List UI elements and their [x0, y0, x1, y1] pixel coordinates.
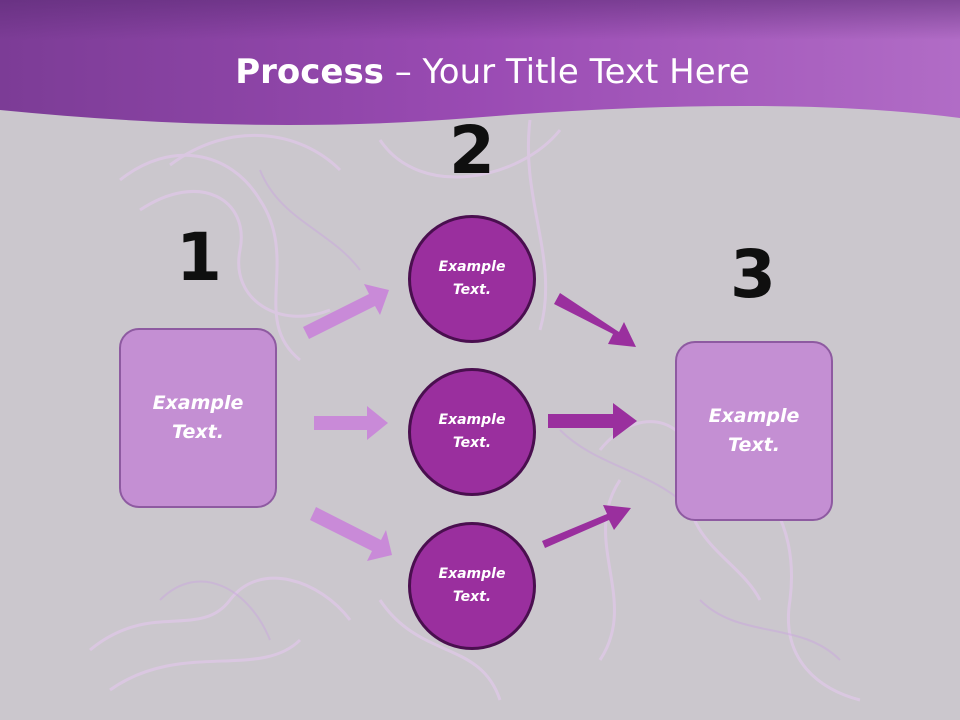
process-circle-bottom: Example Text.: [408, 522, 536, 650]
slide-title: Process – Your Title Text Here: [0, 52, 960, 92]
circle-bottom-label: Example Text.: [438, 566, 506, 605]
process-circle-top: Example Text.: [408, 215, 536, 343]
step-number-2: 2: [449, 112, 495, 189]
circle-middle-label: Example Text.: [438, 412, 506, 451]
title-bold: Process: [235, 52, 384, 92]
step-number-1: 1: [176, 219, 222, 296]
circle-top-label: Example Text.: [438, 259, 506, 298]
process-circle-middle: Example Text.: [408, 368, 536, 496]
left-process-box: Example Text.: [119, 328, 277, 508]
right-process-box: Example Text.: [675, 341, 833, 521]
right-box-label: Example Text.: [708, 405, 800, 456]
left-box-label: Example Text.: [152, 392, 244, 443]
title-rest: – Your Title Text Here: [383, 52, 750, 92]
step-number-3: 3: [730, 236, 776, 313]
